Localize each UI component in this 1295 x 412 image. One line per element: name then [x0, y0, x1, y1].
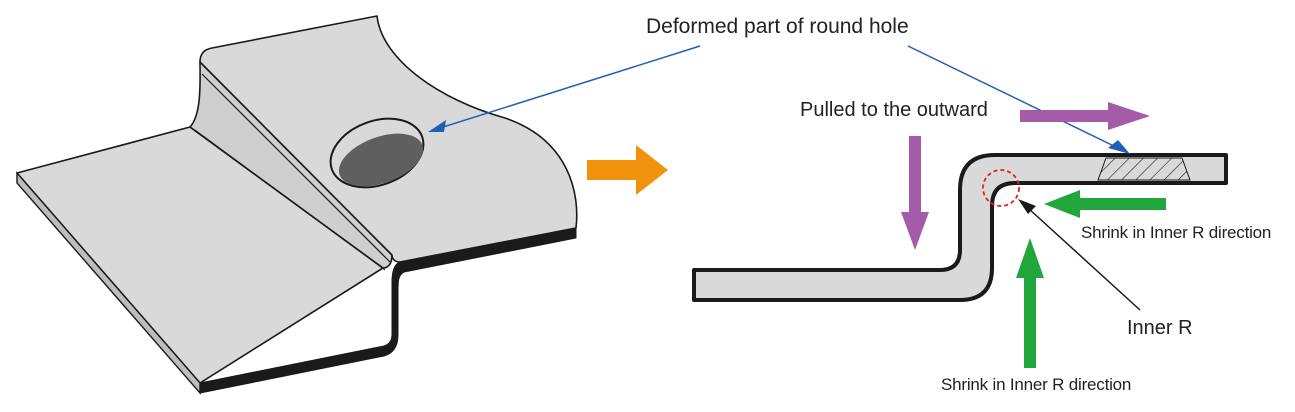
bent-plate-3d	[16, 15, 578, 395]
cross-section	[692, 153, 1228, 302]
shrink-arrows	[1016, 190, 1166, 368]
shrink-bottom-label: Shrink in Inner R direction	[941, 375, 1132, 394]
round-hole-inner	[338, 133, 424, 187]
pull-arrows	[901, 102, 1150, 250]
shrink-right-label: Shrink in Inner R direction	[1081, 223, 1272, 242]
shrink-up-arrow	[1016, 238, 1044, 368]
bend-line	[201, 73, 391, 263]
inner-r-leader	[1018, 199, 1141, 311]
pulled-outward-label: Pulled to the outward	[800, 99, 988, 121]
deformed-part-label: Deformed part of round hole	[646, 15, 909, 38]
deformed-area-hatch	[1097, 157, 1191, 181]
lower-bend-line	[194, 129, 386, 271]
pull-down-arrow	[901, 136, 929, 250]
shrink-left-arrow	[1044, 190, 1166, 218]
pull-right-arrow	[1020, 102, 1150, 130]
inner-r-circle	[982, 169, 1020, 207]
upper-flange-edge	[199, 227, 577, 394]
inner-r-label: Inner R	[1127, 317, 1193, 339]
leader-lines	[428, 45, 1130, 154]
process-arrow	[587, 145, 668, 195]
section-profile	[692, 153, 1228, 302]
